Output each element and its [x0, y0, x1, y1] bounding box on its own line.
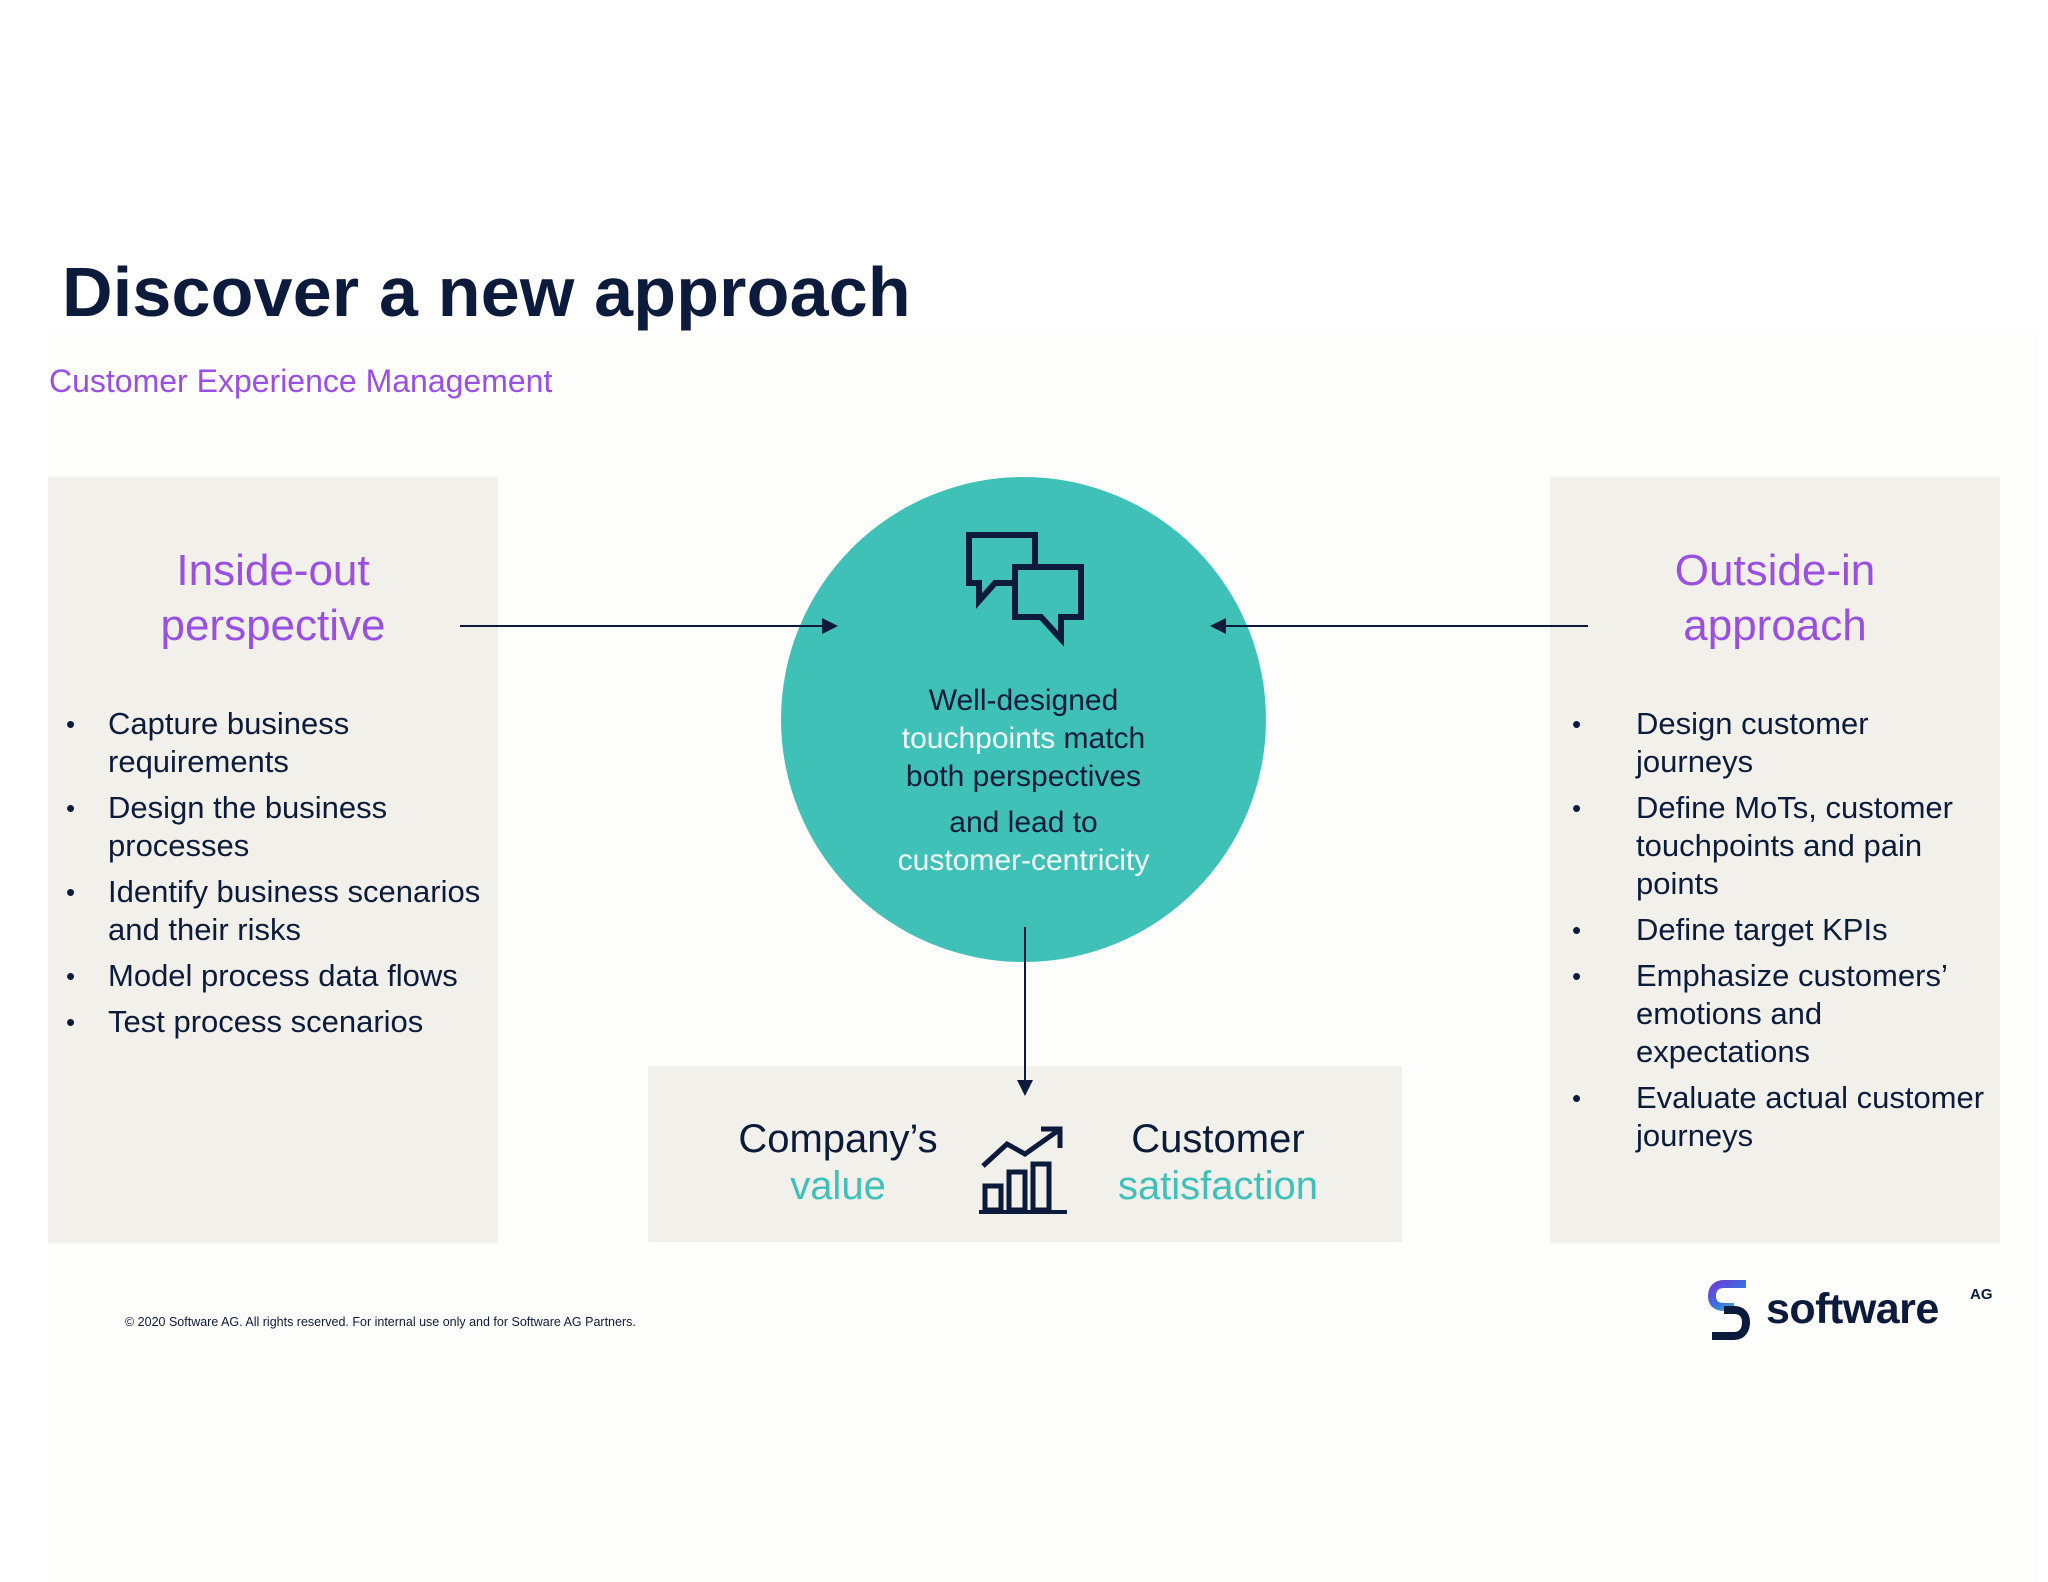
logo-wordmark: software — [1766, 1285, 1939, 1333]
customer-satisfaction-line1: Customer — [1131, 1117, 1305, 1161]
software-ag-mark-icon — [1708, 1280, 1750, 1340]
inside-out-list: • Capture business requirements • Design t… — [48, 705, 498, 1049]
list-item: • Model process data flows — [48, 957, 498, 995]
bullet-dot-icon: • — [1572, 961, 1582, 991]
touchpoints-line2a: touchpoints — [901, 722, 1056, 755]
page-subtitle: Customer Experience Management — [49, 363, 553, 399]
list-item-text: Identify business scenarios and their ri… — [108, 874, 481, 947]
customer-satisfaction-line2: satisfaction — [1117, 1164, 1319, 1208]
bullet-dot-icon: • — [1572, 709, 1582, 739]
copyright-footer: © 2020 Software AG. All rights reserved.… — [125, 1315, 636, 1329]
inside-out-heading: Inside-out perspective — [48, 543, 498, 653]
list-item: • Define target KPIs — [1550, 911, 2000, 949]
list-item: • Design the business processes — [48, 789, 498, 865]
inside-out-panel: Inside-out perspective • Capture business… — [48, 477, 498, 1243]
list-item: • Define MoTs, customer touchpoints and p… — [1550, 789, 2000, 903]
touchpoints-circle: Well-designed touchpoints match both per… — [781, 477, 1266, 962]
bullet-dot-icon: • — [66, 961, 76, 991]
bullet-dot-icon: • — [66, 877, 76, 907]
customer-satisfaction: Customer satisfaction — [1088, 1116, 1348, 1210]
list-item-text: Define target KPIs — [1636, 912, 1888, 947]
list-item-text: Evaluate actual customer journeys — [1636, 1080, 1985, 1153]
list-item: • Test process scenarios — [48, 1003, 498, 1041]
touchpoints-line4: and lead to — [949, 806, 1098, 839]
list-item-text: Test process scenarios — [108, 1004, 424, 1039]
list-item-text: Emphasize customers’ emotions and expect… — [1636, 958, 1947, 1069]
bullet-dot-icon: • — [66, 793, 76, 823]
list-item: • Evaluate actual customer journeys — [1550, 1079, 2000, 1155]
outside-in-heading: Outside-in approach — [1550, 543, 2000, 653]
touchpoints-line1: Well-designed — [928, 684, 1119, 717]
company-value: Company’s value — [708, 1116, 968, 1210]
list-item-text: Model process data flows — [108, 958, 458, 993]
bullet-dot-icon: • — [66, 1007, 76, 1037]
list-item: • Design customer journeys — [1550, 705, 2000, 781]
growth-chart-icon — [979, 1126, 1067, 1214]
bullet-dot-icon: • — [1572, 793, 1582, 823]
outside-in-panel: Outside-in approach • Design customer jou… — [1550, 477, 2000, 1243]
software-ag-logo: software AG — [1708, 1278, 2000, 1342]
bullet-dot-icon: • — [66, 709, 76, 739]
outside-in-heading-line2: approach — [1683, 601, 1867, 650]
company-value-line2: value — [790, 1164, 886, 1208]
list-item-text: Capture business requirements — [108, 706, 350, 779]
bullet-dot-icon: • — [1572, 1083, 1582, 1113]
outside-in-list: • Design customer journeys • Define MoTs, … — [1550, 705, 2000, 1163]
chat-bubbles-icon — [966, 532, 1084, 647]
touchpoints-line3: both perspectives — [905, 760, 1142, 793]
list-item-text: Define MoTs, customer touchpoints and pa… — [1636, 790, 1953, 901]
inside-out-heading-line1: Inside-out — [176, 546, 370, 595]
company-value-line1: Company’s — [738, 1117, 938, 1161]
logo-ag-suffix: AG — [1970, 1286, 1993, 1303]
list-item: • Emphasize customers’ emotions and expec… — [1550, 957, 2000, 1071]
page-title: Discover a new approach — [62, 253, 911, 331]
touchpoints-text: Well-designed touchpoints match both per… — [821, 682, 1226, 880]
list-item-text: Design customer journeys — [1636, 706, 1869, 779]
touchpoints-line2: touchpoints match — [821, 720, 1226, 758]
outcome-box: Company’s value Customer satisfaction — [648, 1066, 1402, 1242]
touchpoints-line5: customer-centricity — [897, 844, 1150, 877]
list-item-text: Design the business processes — [108, 790, 388, 863]
list-item: • Capture business requirements — [48, 705, 498, 781]
touchpoints-line2b: match — [1063, 722, 1146, 755]
outside-in-heading-line1: Outside-in — [1674, 546, 1876, 595]
list-item: • Identify business scenarios and their r… — [48, 873, 498, 949]
bullet-dot-icon: • — [1572, 915, 1582, 945]
inside-out-heading-line2: perspective — [160, 601, 386, 650]
